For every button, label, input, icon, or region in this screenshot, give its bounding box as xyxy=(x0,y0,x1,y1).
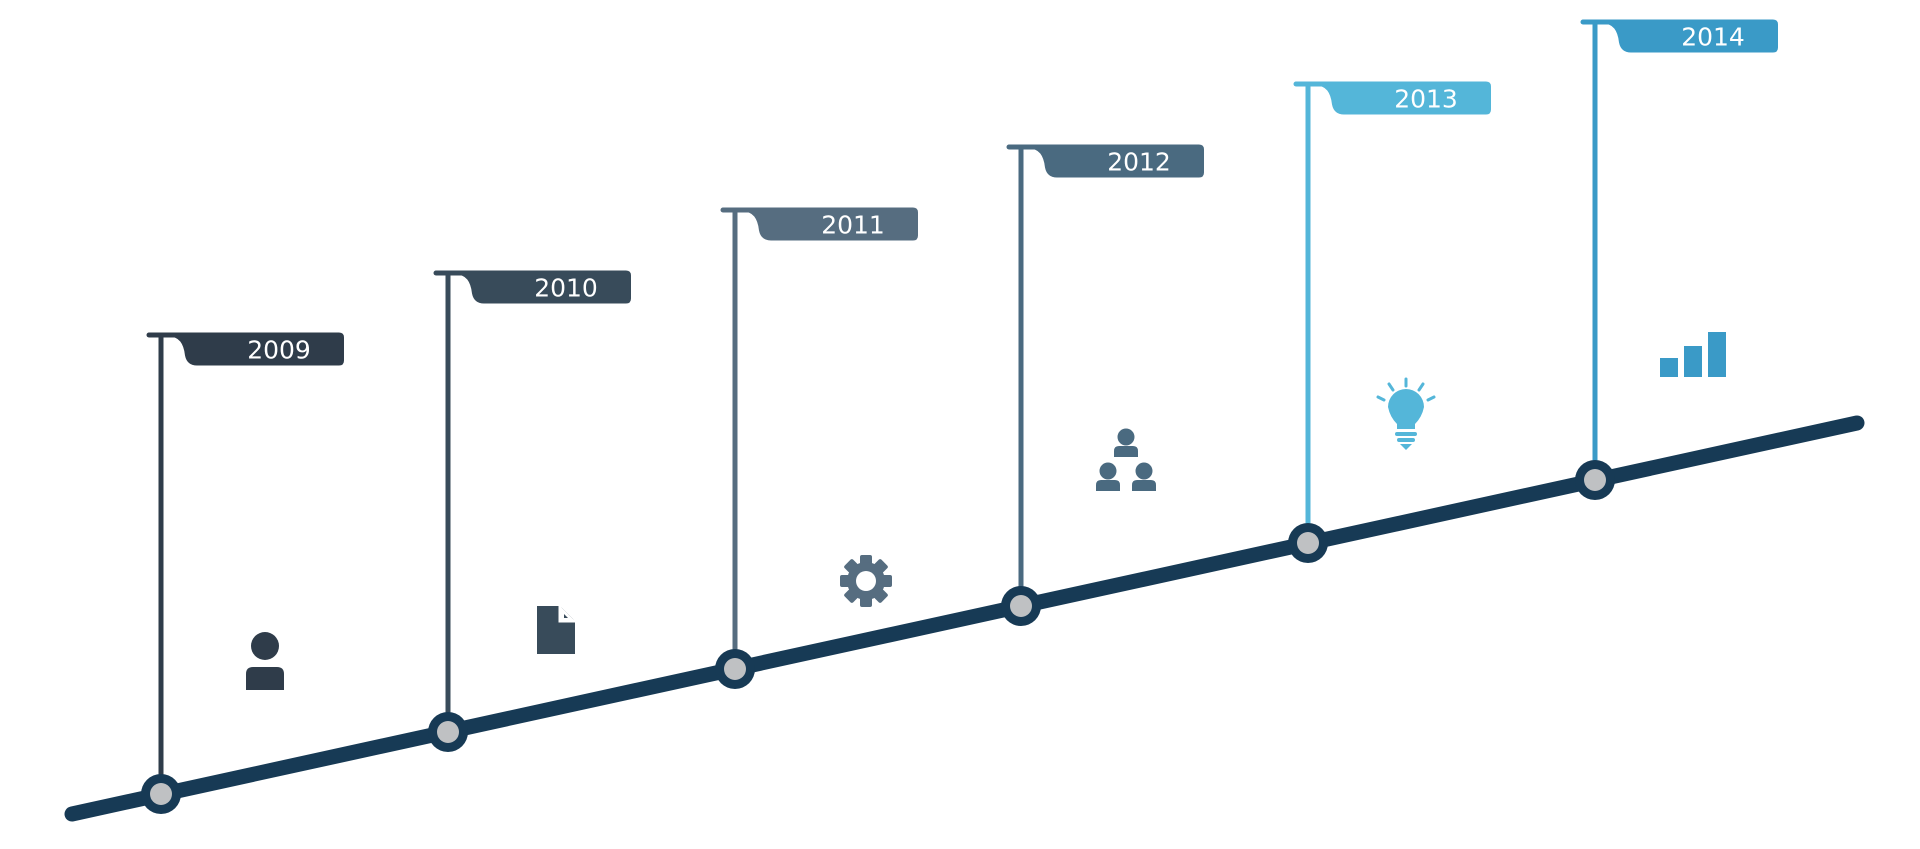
year-label: 2013 xyxy=(1394,85,1458,114)
milestone-2012: 2012 xyxy=(1001,144,1204,626)
gear-icon xyxy=(840,555,892,607)
person-icon xyxy=(246,632,284,690)
milestone-2014: 2014 xyxy=(1575,19,1778,500)
year-label: 2012 xyxy=(1107,148,1171,177)
year-flag xyxy=(1310,81,1491,115)
timeline-node-center xyxy=(1584,469,1606,491)
lightbulb-icon xyxy=(1376,377,1436,450)
milestone-2013: 2013 xyxy=(1288,81,1491,563)
year-label: 2010 xyxy=(534,274,598,303)
year-label: 2009 xyxy=(247,336,311,365)
timeline-node-center xyxy=(1297,532,1319,554)
timeline-node-center xyxy=(1010,595,1032,617)
team-hierarchy-icon xyxy=(1096,428,1156,491)
timeline-node-center xyxy=(724,658,746,680)
bar-chart-icon xyxy=(1660,332,1726,377)
year-flag xyxy=(1023,144,1204,178)
timeline-node-center xyxy=(150,783,172,805)
milestones-group: 2009 2010 2011 2012 2013 2014 xyxy=(141,19,1778,814)
year-flag xyxy=(1597,19,1778,53)
year-flag xyxy=(737,207,918,241)
milestone-2011: 2011 xyxy=(715,207,918,689)
year-flag xyxy=(450,270,631,304)
year-label: 2011 xyxy=(821,211,885,240)
timeline-node-center xyxy=(437,721,459,743)
document-icon xyxy=(537,606,575,654)
milestone-2010: 2010 xyxy=(428,270,631,752)
year-flag xyxy=(163,332,344,366)
year-label: 2014 xyxy=(1681,23,1745,52)
timeline-axis-line xyxy=(64,415,1865,822)
milestone-2009: 2009 xyxy=(141,332,344,814)
